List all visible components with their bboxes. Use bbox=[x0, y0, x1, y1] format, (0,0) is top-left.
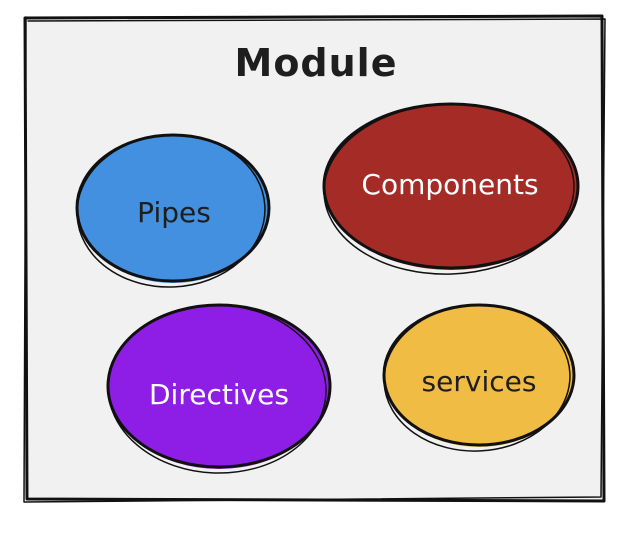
components-outline-sketch bbox=[323, 103, 575, 275]
module-box-outline-sketch bbox=[23, 16, 606, 503]
module-title: Module bbox=[235, 41, 398, 85]
directives-outline-sketch bbox=[107, 304, 327, 474]
node-pipes: Pipes bbox=[75, 133, 271, 288]
pipes-ellipse bbox=[78, 135, 268, 283]
components-ellipse bbox=[325, 104, 577, 270]
services-label: services bbox=[422, 365, 537, 398]
pipes-label: Pipes bbox=[137, 196, 211, 229]
node-services: services bbox=[382, 303, 576, 452]
node-directives: Directives bbox=[106, 303, 332, 474]
services-ellipse bbox=[385, 305, 573, 447]
services-outline-sketch bbox=[383, 304, 571, 452]
directives-label: Directives bbox=[149, 378, 289, 411]
module-box-outline bbox=[23, 14, 606, 503]
directives-ellipse bbox=[109, 305, 329, 469]
components-label: Components bbox=[361, 168, 538, 201]
node-components: Components bbox=[322, 102, 580, 275]
pipes-outline-sketch bbox=[76, 134, 266, 288]
